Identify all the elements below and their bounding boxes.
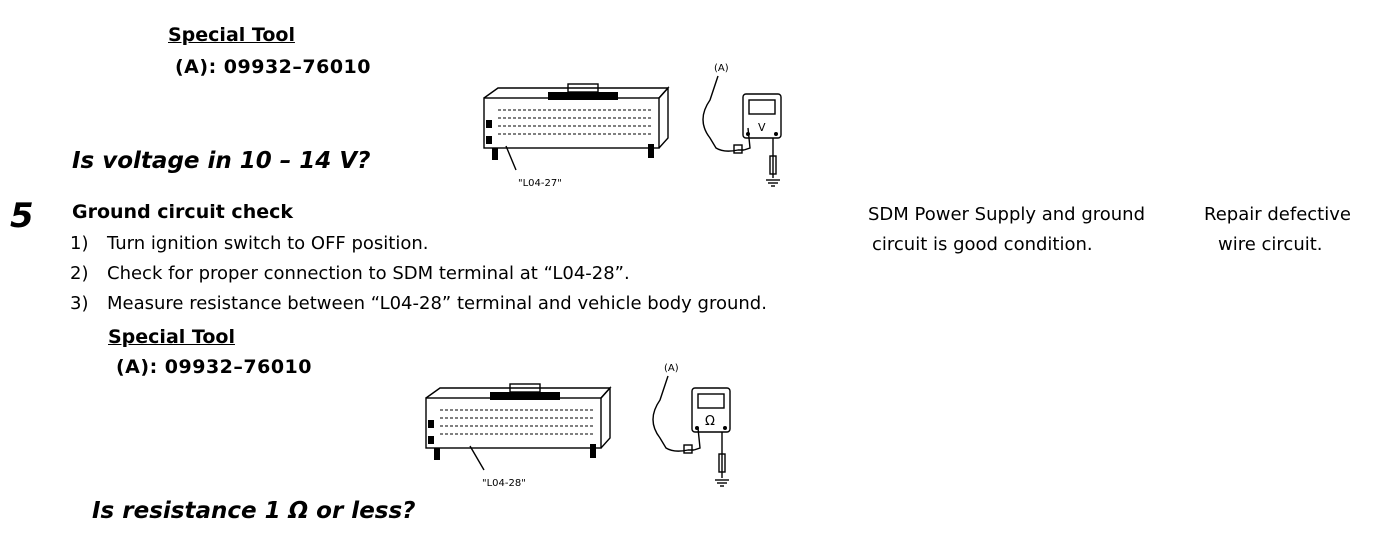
tool-code: (A): 09932–76010 [175,56,371,78]
svg-text:Ω: Ω [705,414,715,429]
tool-code: (A): 09932–76010 [116,356,312,378]
instruction-text: Check for proper connection to SDM termi… [107,263,630,284]
instruction-number: 2) [70,263,89,284]
voltage-check-figure: "L04-27" (A) V [483,63,782,189]
ground-icon [715,479,729,487]
probe-label: (A) [664,363,679,374]
terminal-label: "L04-28" [482,478,526,489]
instruction-text: Turn ignition switch to OFF position. [107,233,429,254]
special-tool-heading: Special Tool [168,24,295,46]
no-result-text: Repair defective [1204,204,1351,225]
probe-label: (A) [714,63,729,74]
ohmmeter-icon: Ω [691,387,731,433]
sdm-connector-image [483,83,670,160]
step-number: 5 [10,196,34,236]
sdm-connector-image [425,383,612,460]
terminal-label: "L04-27" [518,178,562,189]
svg-text:V: V [758,121,766,134]
instruction-text: Measure resistance between “L04-28” term… [107,293,767,314]
voltage-question: Is voltage in 10 – 14 V? [72,148,371,174]
no-result-text: wire circuit. [1218,234,1323,255]
instruction-number: 1) [70,233,89,254]
ground-icon [766,179,780,187]
resistance-question: Is resistance 1 Ω or less? [92,498,416,524]
yes-result-text: SDM Power Supply and ground [868,204,1146,225]
step-title: Ground circuit check [72,201,294,223]
resistance-check-figure: "L04-28" (A) Ω [425,363,731,489]
special-tool-heading: Special Tool [108,326,235,348]
instruction-number: 3) [70,293,89,314]
yes-result-text: circuit is good condition. [872,234,1093,255]
voltmeter-icon: V [742,93,782,139]
